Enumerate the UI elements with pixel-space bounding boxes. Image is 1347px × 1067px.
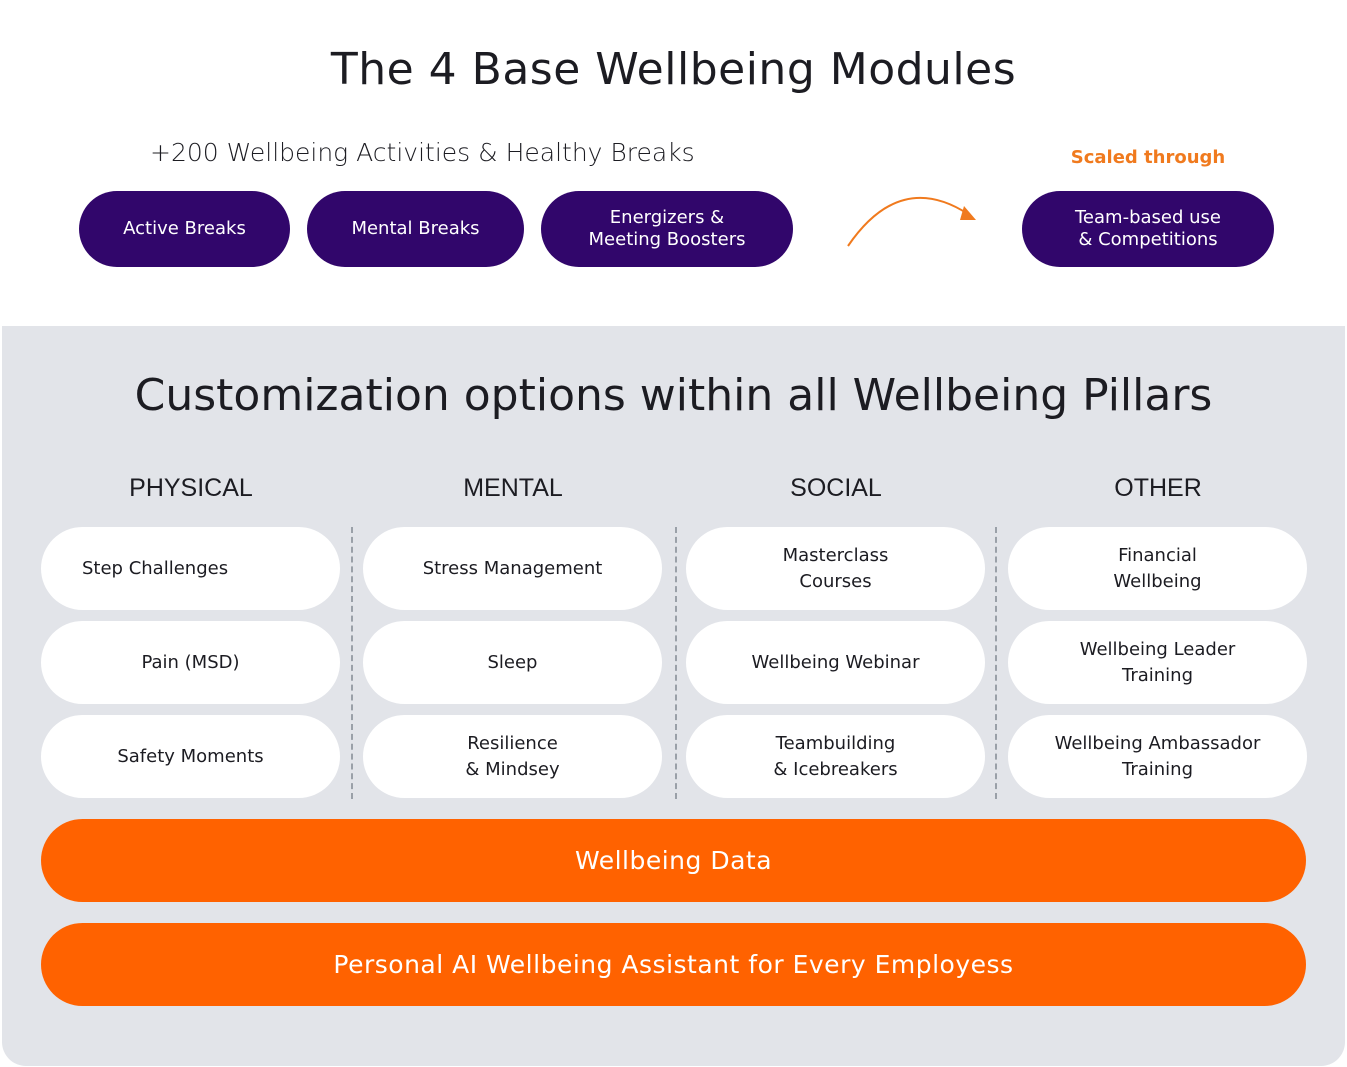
column-divider: [675, 527, 677, 799]
column-divider: [351, 527, 353, 799]
pillar-item: Wellbeing Webinar: [686, 621, 985, 704]
module-energizers: Energizers & Meeting Boosters: [541, 191, 793, 267]
pillar-item: Safety Moments: [41, 715, 340, 798]
pillar-header-social: SOCIAL: [790, 474, 882, 502]
pillar-item: Wellbeing Ambassador Training: [1008, 715, 1307, 798]
pillar-item: Masterclass Courses: [686, 527, 985, 610]
page-title: The 4 Base Wellbeing Modules: [330, 44, 1017, 95]
pillar-item: Step Challenges: [41, 527, 340, 610]
module-team-based: Team-based use & Competitions: [1022, 191, 1274, 267]
pillar-header-mental: MENTAL: [463, 474, 563, 502]
customization-title: Customization options within all Wellbei…: [134, 370, 1213, 421]
module-mental-breaks: Mental Breaks: [307, 191, 524, 267]
curved-arrow-icon: [847, 196, 976, 247]
pillar-header-physical: PHYSICAL: [129, 474, 253, 502]
module-active-breaks: Active Breaks: [79, 191, 290, 267]
pillar-item: Sleep: [363, 621, 662, 704]
pillar-item: Stress Management: [363, 527, 662, 610]
activities-subtitle: +200 Wellbeing Activities & Healthy Brea…: [150, 138, 695, 167]
wellbeing-data-bar: Wellbeing Data: [41, 819, 1306, 902]
pillar-item: Pain (MSD): [41, 621, 340, 704]
pillar-item: Financial Wellbeing: [1008, 527, 1307, 610]
ai-assistant-bar: Personal AI Wellbeing Assistant for Ever…: [41, 923, 1306, 1006]
pillar-item: Wellbeing Leader Training: [1008, 621, 1307, 704]
pillar-header-other: OTHER: [1114, 474, 1202, 502]
pillar-item: Teambuilding & Icebreakers: [686, 715, 985, 798]
column-divider: [995, 527, 997, 799]
pillar-item: Resilience & Mindsey: [363, 715, 662, 798]
scaled-through-label: Scaled through: [1070, 147, 1226, 168]
